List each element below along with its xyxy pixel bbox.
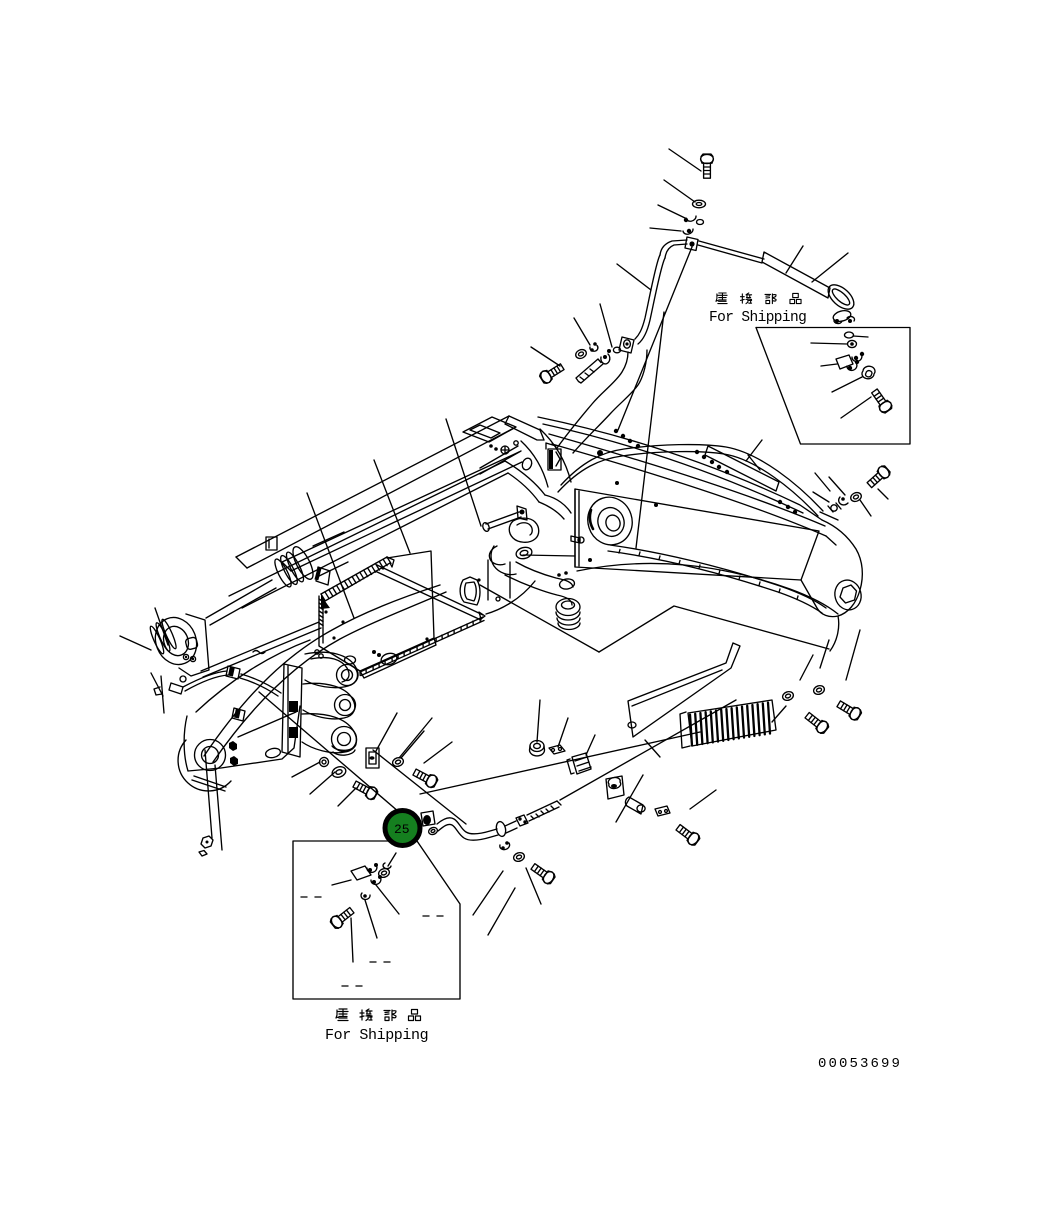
- svg-text:25: 25: [394, 822, 410, 837]
- svg-text:For Shipping: For Shipping: [325, 1027, 428, 1044]
- svg-text:For Shipping: For Shipping: [709, 310, 806, 326]
- svg-text:00053699: 00053699: [818, 1056, 902, 1072]
